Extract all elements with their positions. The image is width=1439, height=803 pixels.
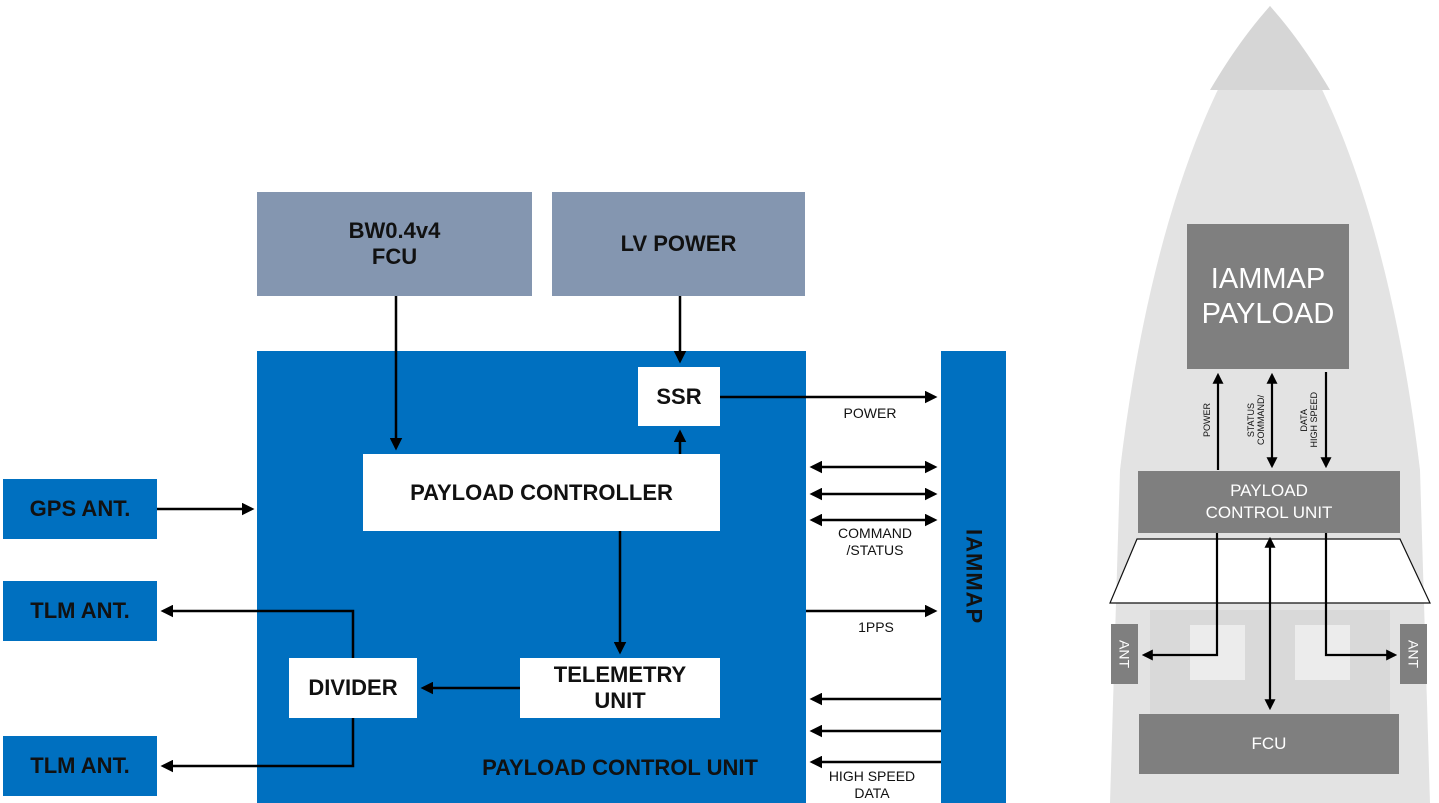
rocket-nose-shade [1210,6,1330,90]
fcu-label-line2: FCU [371,244,418,269]
power-connection-label: POWER [843,405,897,421]
lv-power-block: LV POWER [552,192,805,296]
rocket-fcu-box [1139,714,1399,774]
iammap-bar: IAMMAP [941,351,1006,803]
rocket-fcu-label: FCU [1251,734,1287,753]
payload-control-unit-block [257,351,806,803]
arrow-divider-to-tlm-bottom [160,718,355,773]
rocket-ant-right-label: ANT [1405,640,1422,668]
lv-power-label: LV POWER [620,231,737,256]
arrow-divider-to-tlm-top [160,604,355,658]
fcu-label-line1: BW0.4v4 [348,218,441,243]
tlm-antenna-label-bottom: TLM ANT. [30,753,130,778]
ant-right-box [1400,624,1427,684]
divider-block: DIVIDER [289,658,417,718]
1pps-label: 1PPS [858,619,894,635]
iammap-label: IAMMAP [961,529,987,625]
ssr-label: SSR [656,383,702,409]
telemetry-label-line2: UNIT [594,688,646,713]
fcu-block: BW0.4v4 FCU [257,192,532,296]
high-speed-data-label: HIGH SPEED DATA [828,768,916,801]
tlm-antenna-label-top: TLM ANT. [30,598,130,623]
gps-antenna-label: GPS ANT. [29,496,131,521]
payload-controller-label: PAYLOAD CONTROLLER [410,479,673,505]
telemetry-unit-block: TELEMETRY UNIT [520,658,720,718]
ssr-block: SSR [638,367,720,426]
tlm-antenna-block-top: TLM ANT. [3,581,157,641]
telemetry-label-line1: TELEMETRY [553,662,687,687]
rocket-payload-label: IAMMAP PAYLOAD [1201,262,1335,330]
iammap-payload-box [1187,224,1349,369]
rocket-pcu-box [1138,471,1400,533]
divider-label: DIVIDER [308,675,398,700]
rocket-ant-left-label: ANT [1116,640,1133,668]
pcu-title: PAYLOAD CONTROL UNIT [482,755,758,780]
gps-antenna-block: GPS ANT. [3,479,157,539]
command-status-label: COMMAND /STATUS [838,525,912,558]
payload-controller-block: PAYLOAD CONTROLLER [363,454,720,531]
ant-left-box [1111,624,1138,684]
rocket-pcu-label: PAYLOAD CONTROL UNIT [1205,481,1333,522]
tlm-antenna-block-bottom: TLM ANT. [3,736,157,796]
